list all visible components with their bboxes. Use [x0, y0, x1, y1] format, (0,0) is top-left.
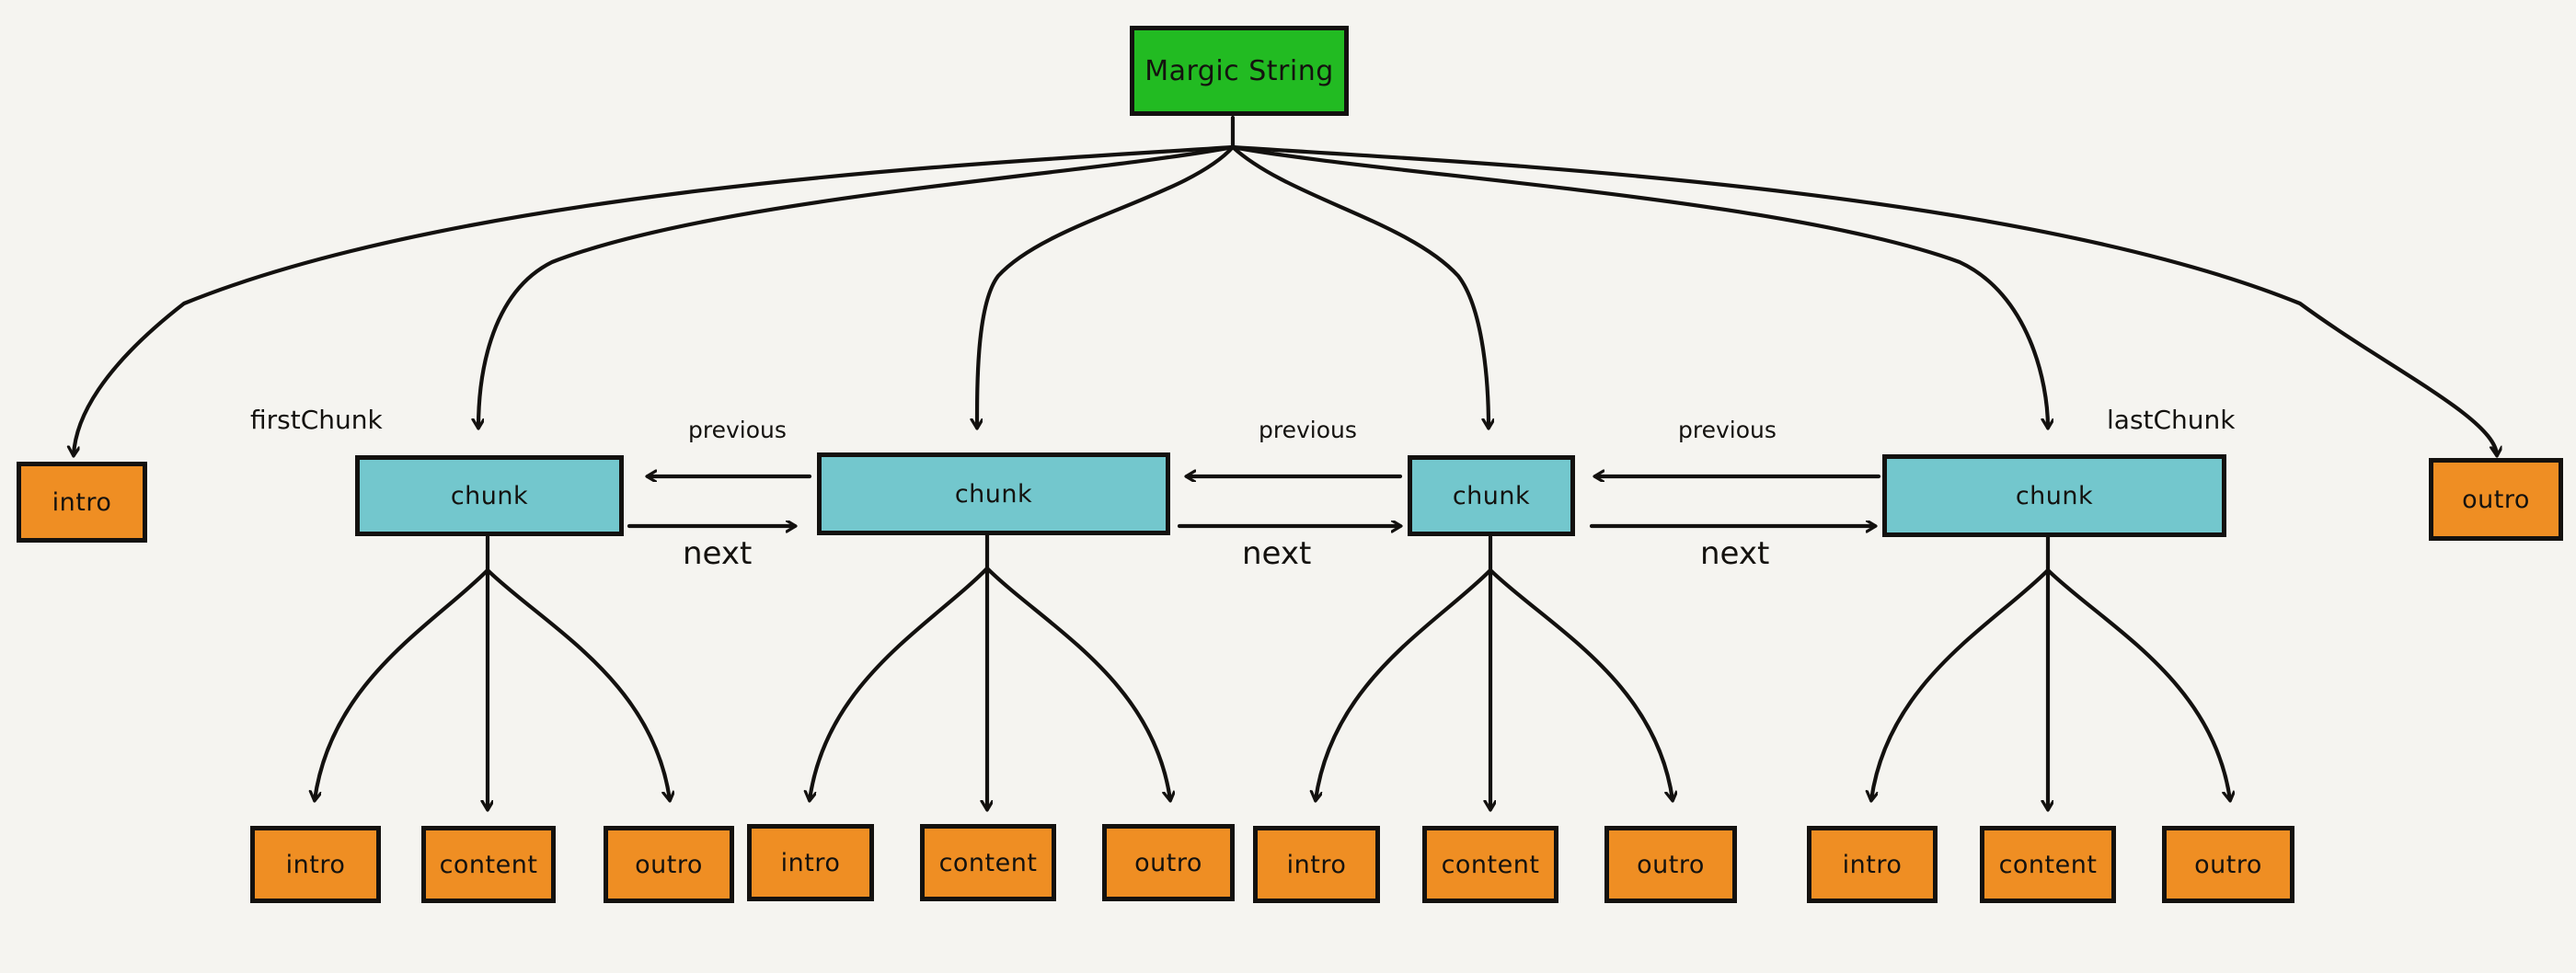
label-previous-3: previous: [1678, 417, 1777, 443]
chunk-4-intro-label: intro: [1842, 850, 1903, 879]
chunk-3-content-label: content: [1441, 850, 1540, 879]
label-last-chunk: lastChunk: [2107, 405, 2236, 435]
label-first-chunk: firstChunk: [250, 405, 383, 435]
node-chunk-1-outro[interactable]: outro: [604, 826, 734, 903]
chunk-1-content-label: content: [439, 850, 538, 879]
edge-root-to-chunk-4: [1230, 144, 2048, 428]
chunk-1-label: chunk: [450, 481, 529, 510]
node-chunk-4-content[interactable]: content: [1980, 826, 2116, 903]
edge-chunk-4-intro: [1871, 567, 2051, 800]
edge-chunk-4-outro: [2045, 567, 2230, 800]
chunk-4-content-label: content: [1998, 850, 2098, 879]
edge-root-to-chunk-3: [1230, 144, 1489, 428]
label-next-1: next: [683, 535, 753, 572]
chunk-2-label: chunk: [954, 479, 1033, 509]
chunk-4-outro-label: outro: [2194, 850, 2262, 879]
label-next-3: next: [1700, 535, 1770, 572]
edge-root-to-outro: [1230, 144, 2497, 455]
node-chunk-3-outro[interactable]: outro: [1604, 826, 1737, 903]
chunk-1-intro-label: intro: [285, 850, 346, 879]
node-chunk-2[interactable]: chunk: [817, 452, 1170, 535]
magic-string-label: Margic String: [1144, 54, 1334, 87]
label-previous-1: previous: [688, 417, 787, 443]
chunk-2-intro-label: intro: [780, 848, 841, 877]
node-chunk-3-content[interactable]: content: [1422, 826, 1558, 903]
node-chunk-1[interactable]: chunk: [355, 455, 624, 536]
node-chunk-1-intro[interactable]: intro: [250, 826, 381, 903]
chunk-3-label: chunk: [1452, 481, 1531, 510]
edge-root-to-chunk-2: [977, 144, 1236, 428]
edge-root-to-intro: [74, 144, 1236, 455]
edge-root-to-chunk-1: [478, 144, 1236, 428]
edge-chunk-3-intro: [1316, 567, 1493, 800]
edge-chunk-1-intro: [315, 567, 490, 800]
node-chunk-4-intro[interactable]: intro: [1807, 826, 1938, 903]
node-chunk-3[interactable]: chunk: [1408, 455, 1575, 536]
node-chunk-2-intro[interactable]: intro: [747, 824, 874, 901]
chunk-3-outro-label: outro: [1637, 850, 1705, 879]
node-chunk-2-content[interactable]: content: [920, 824, 1056, 901]
edge-chunk-2-intro: [810, 566, 990, 800]
edge-chunk-2-outro: [984, 566, 1170, 800]
chunk-4-label: chunk: [2015, 481, 2094, 510]
node-root-intro[interactable]: intro: [17, 462, 147, 543]
chunk-1-outro-label: outro: [635, 850, 703, 879]
edge-chunk-3-outro: [1488, 567, 1673, 800]
node-root-outro[interactable]: outro: [2429, 458, 2563, 541]
edge-chunk-1-outro: [485, 567, 670, 800]
node-chunk-3-intro[interactable]: intro: [1253, 826, 1380, 903]
chunk-3-intro-label: intro: [1286, 850, 1347, 879]
node-magic-string[interactable]: Margic String: [1130, 26, 1349, 116]
label-previous-2: previous: [1259, 417, 1357, 443]
root-intro-label: intro: [52, 487, 112, 517]
root-outro-label: outro: [2462, 485, 2530, 514]
chunk-2-content-label: content: [938, 848, 1038, 877]
node-chunk-1-content[interactable]: content: [421, 826, 556, 903]
chunk-2-outro-label: outro: [1134, 848, 1202, 877]
node-chunk-4-outro[interactable]: outro: [2162, 826, 2294, 903]
node-chunk-2-outro[interactable]: outro: [1102, 824, 1235, 901]
label-next-2: next: [1242, 535, 1312, 572]
node-chunk-4[interactable]: chunk: [1882, 454, 2226, 537]
